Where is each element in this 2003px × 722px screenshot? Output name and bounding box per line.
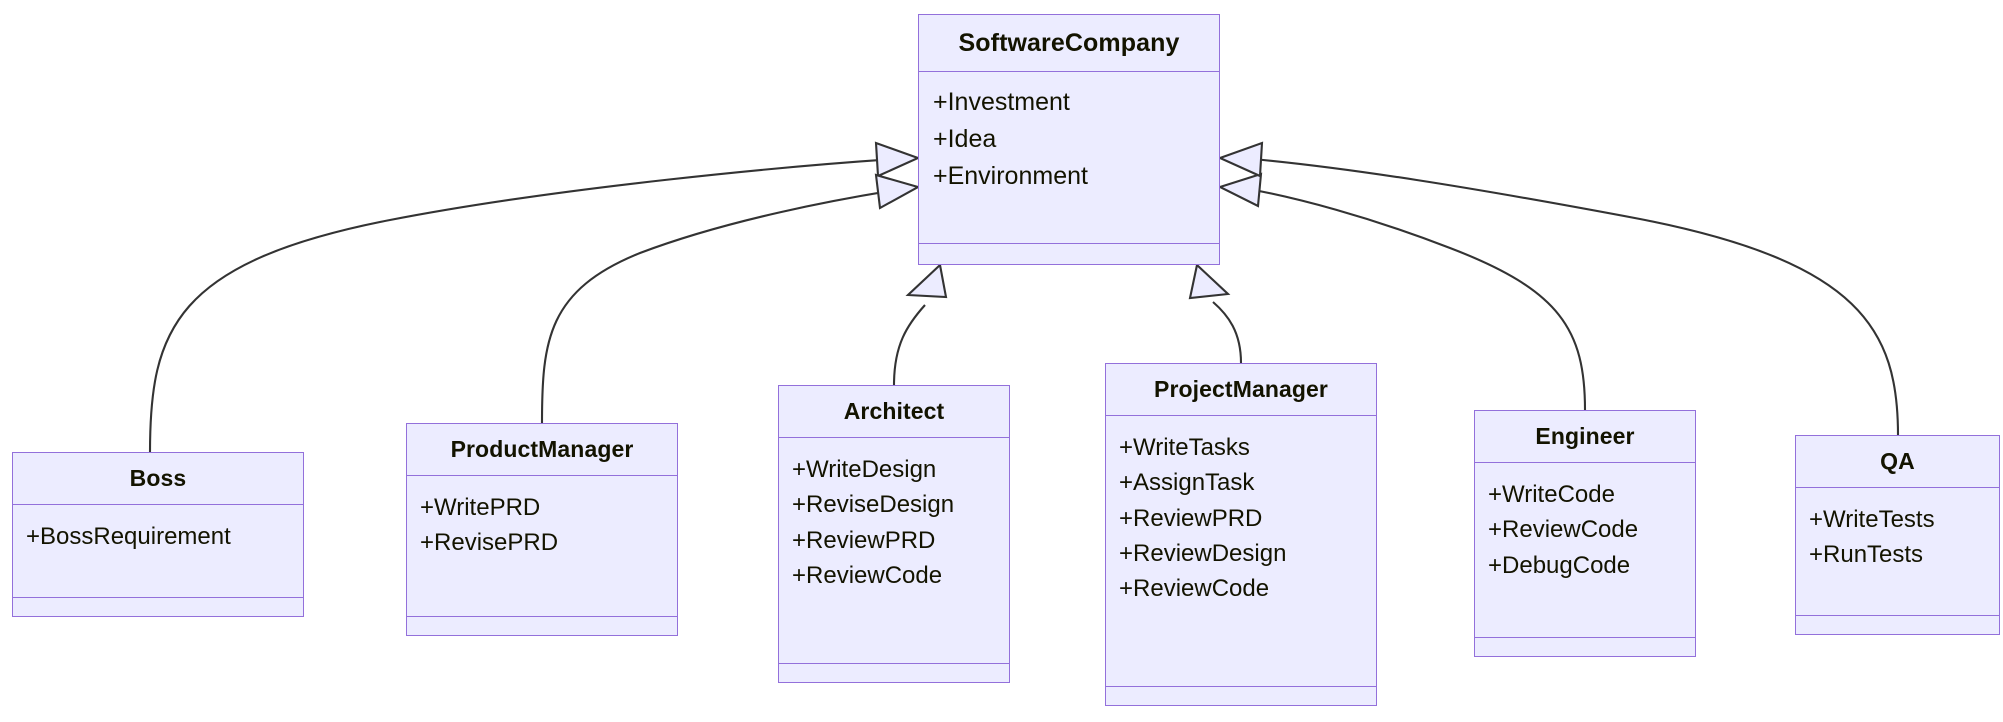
class-attribute: +BossRequirement [26,523,231,550]
class-attributes-boss: +BossRequirement [13,505,303,598]
class-attributes-architect: +WriteDesign +ReviseDesign +ReviewPRD +R… [779,438,1009,664]
class-node-project-manager[interactable]: ProjectManager +WriteTasks +AssignTask +… [1105,363,1377,706]
class-methods-software-company [919,244,1219,264]
class-attribute: +ReviewPRD [1119,504,1263,532]
class-methods-engineer [1475,638,1695,656]
edge-projectmanager-to-softwarecompany [1188,262,1243,364]
class-attribute: +WriteTests [1809,506,1935,533]
class-title-architect: Architect [779,386,1009,438]
class-attributes-software-company: +Investment +Idea +Environment [919,72,1219,244]
class-attribute: +ReviseDesign [792,491,955,519]
class-attribute: +ReviewCode [792,561,943,589]
class-title-qa: QA [1796,436,1999,488]
class-attributes-product-manager: +WritePRD +RevisePRD [407,476,677,617]
class-node-product-manager[interactable]: ProductManager +WritePRD +RevisePRD [406,423,678,636]
class-attribute: +RunTests [1809,541,1924,569]
class-node-boss[interactable]: Boss +BossRequirement [12,452,304,617]
class-attribute: +RevisePRD [420,529,559,557]
class-attribute: +Environment [933,161,1088,190]
class-attributes-engineer: +WriteCode +ReviewCode +DebugCode [1475,463,1695,638]
class-attribute: +AssignTask [1119,469,1255,497]
class-name-label: QA [1880,448,1915,474]
class-attributes-project-manager: +WriteTasks +AssignTask +ReviewPRD +Revi… [1106,416,1376,687]
class-methods-architect [779,664,1009,682]
class-methods-project-manager [1106,687,1376,705]
class-name-label: ProductManager [450,436,634,462]
class-methods-qa [1796,616,1999,634]
class-attribute: +ReviewPRD [792,526,936,554]
class-node-architect[interactable]: Architect +WriteDesign +ReviseDesign +Re… [778,385,1010,683]
class-attribute: +ReviewCode [1119,575,1270,603]
class-attribute: +WriteCode [1488,481,1615,508]
class-attribute: +ReviewDesign [1119,539,1287,567]
class-name-label: Engineer [1535,423,1635,449]
class-attribute: +ReviewCode [1488,516,1639,544]
class-name-label: ProjectManager [1154,376,1328,402]
class-attribute: +DebugCode [1488,551,1631,579]
class-title-product-manager: ProductManager [407,424,677,476]
class-attribute: +WritePRD [420,494,541,521]
edge-architect-to-softwarecompany [892,262,948,386]
class-title-engineer: Engineer [1475,411,1695,463]
class-node-qa[interactable]: QA +WriteTests +RunTests [1795,435,2000,635]
class-name-label: SoftwareCompany [958,28,1180,57]
class-node-software-company[interactable]: SoftwareCompany +Investment +Idea +Envir… [918,14,1220,265]
class-attribute: +Investment [933,88,1070,116]
class-attribute: +WriteDesign [792,456,937,483]
class-title-software-company: SoftwareCompany [919,15,1219,72]
class-attribute: +WriteTasks [1119,434,1250,461]
class-node-engineer[interactable]: Engineer +WriteCode +ReviewCode +DebugCo… [1474,410,1696,657]
class-name-label: Architect [843,398,945,424]
class-methods-product-manager [407,617,677,635]
class-title-boss: Boss [13,453,303,505]
class-attribute: +Idea [933,124,997,153]
class-methods-boss [13,598,303,616]
class-attributes-qa: +WriteTests +RunTests [1796,488,1999,616]
class-title-project-manager: ProjectManager [1106,364,1376,416]
class-name-label: Boss [129,465,187,491]
